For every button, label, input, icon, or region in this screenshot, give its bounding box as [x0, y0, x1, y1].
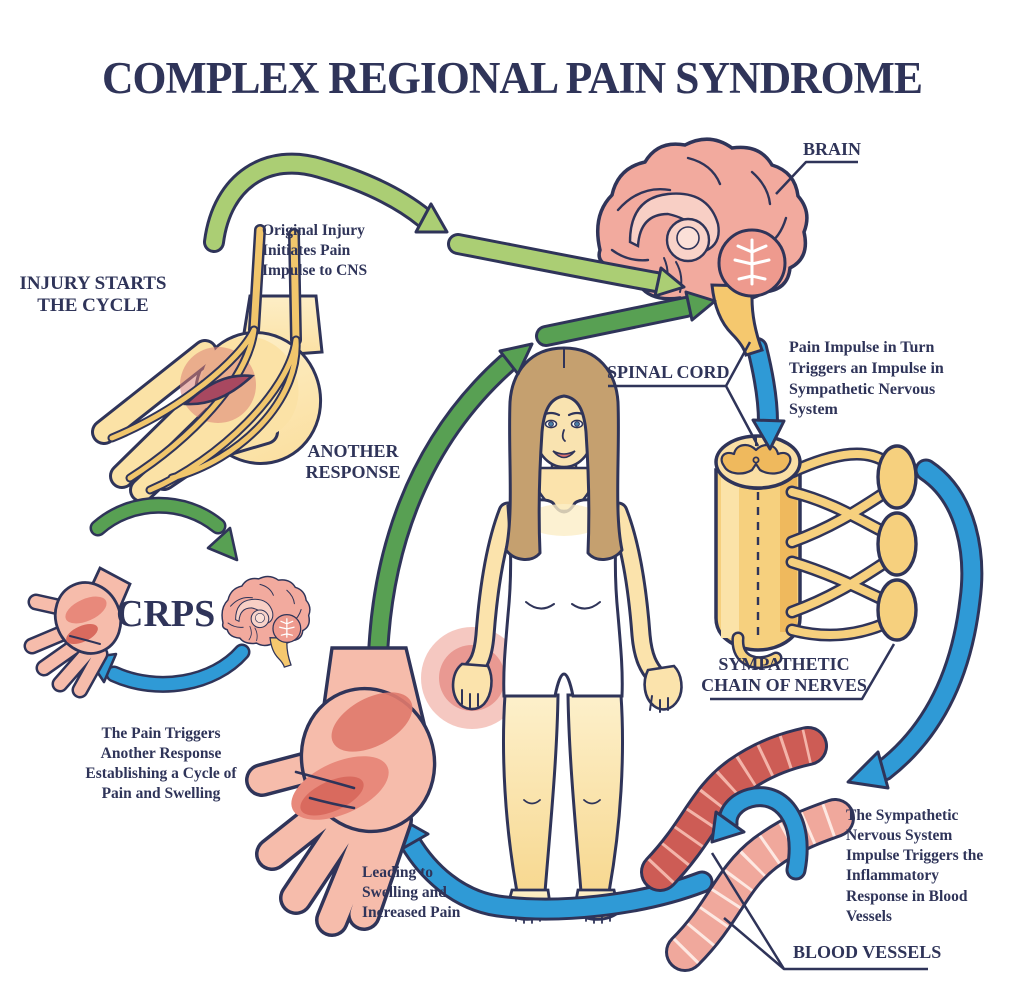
label-crps: CRPS: [116, 593, 216, 635]
label-pointers: [608, 160, 928, 971]
swollen-hand-illustration: [245, 646, 437, 937]
page-title: COMPLEX REGIONAL PAIN SYNDROME: [101, 53, 923, 103]
arrow-brain-to-chain: [746, 337, 786, 451]
sympathetic-chain-illustration: [714, 434, 918, 670]
woman-figure-illustration: [421, 346, 683, 924]
woman-hair: [504, 346, 624, 561]
arrow-inflammatory-curl: [710, 786, 809, 881]
woman-left-hand: [643, 664, 683, 713]
crps-hand-illustration: [23, 566, 132, 699]
injured-hand-illustration: [91, 224, 324, 503]
annotation-sympathetic-impulse: The Sympathetic Nervous System Impulse T…: [846, 807, 984, 925]
label-another-response: ANOTHER RESPONSE: [305, 441, 401, 482]
arrow-crps-bottom: [86, 643, 251, 693]
label-sympathetic-chain: SYMPATHETIC CHAIN OF NERVES: [701, 654, 867, 695]
arrow-another-response: [367, 290, 717, 667]
annotation-pain-impulse: Pain Impulse in Turn Triggers an Impulse…: [789, 339, 944, 419]
woman-right-hand: [451, 662, 493, 711]
crps-cycle-illustration: [23, 496, 311, 699]
arrow-injury-to-cns: [203, 152, 686, 298]
arrow-crps-top: [89, 496, 239, 562]
label-spinal-cord: SPINAL CORD: [607, 362, 730, 382]
blood-vessels-illustration: [640, 726, 855, 972]
wound: [183, 374, 255, 406]
annotation-pain-triggers: The Pain Triggers Another Response Estab…: [85, 725, 237, 803]
annotation-leading-to: Leading to Swelling and Increased Pain: [362, 864, 461, 922]
label-brain: BRAIN: [803, 139, 862, 159]
label-injury-starts: INJURY STARTS THE CYCLE: [19, 273, 167, 317]
arrow-chain-to-vessels: [846, 458, 984, 790]
annotation-original-injury: Original Injury Initiates Pain Impulse t…: [262, 222, 368, 280]
label-blood-vessels: BLOOD VESSELS: [793, 942, 942, 962]
